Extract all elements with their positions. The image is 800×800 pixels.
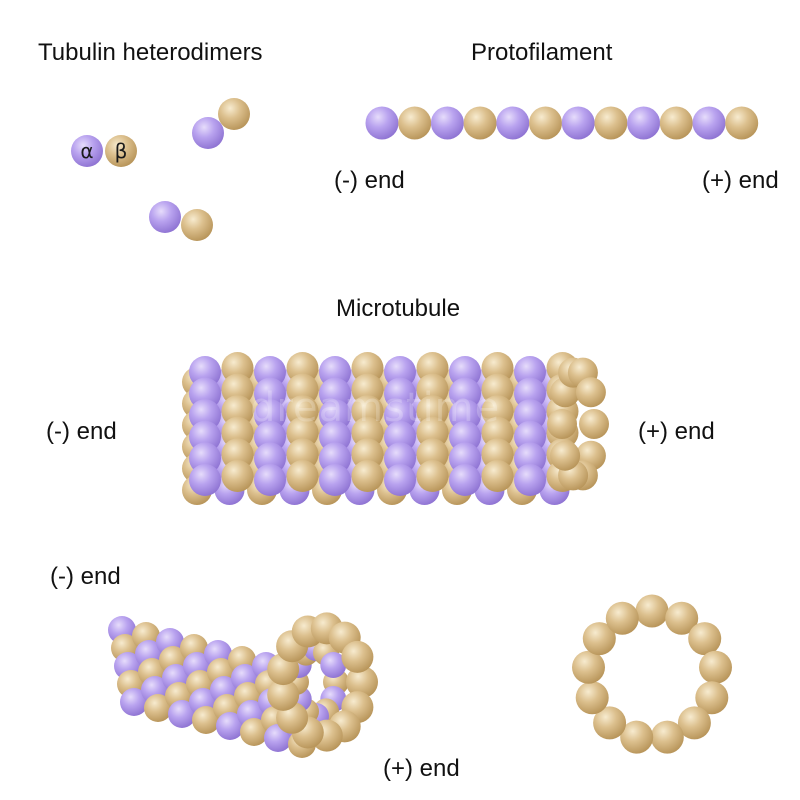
beta-tubulin-subunit — [286, 460, 319, 492]
beta-tubulin-subunit — [547, 409, 577, 439]
alpha-tubulin-subunit — [320, 652, 347, 678]
beta-tubulin-subunit — [341, 640, 374, 673]
alpha-tubulin-subunit — [216, 712, 244, 740]
alpha-tubulin-subunit — [192, 117, 224, 149]
alpha-tubulin-subunit — [692, 106, 726, 140]
beta-tubulin-subunit — [725, 106, 759, 140]
beta-tubulin-subunit — [398, 106, 432, 140]
cross-section-subunit — [650, 720, 684, 754]
protofilament-plus-end-label: (+) end — [702, 167, 779, 194]
beta-tubulin-subunit — [481, 460, 514, 492]
alpha-tubulin-subunit — [149, 201, 181, 233]
microtubule-minus-end-label: (-) end — [46, 418, 117, 445]
cross-section-subunit — [677, 706, 711, 740]
beta-tubulin-subunit — [192, 706, 220, 734]
perspective-plus-end-label: (+) end — [383, 755, 460, 782]
cross-section-subunit — [582, 622, 616, 656]
cross-section-ring-group — [572, 594, 732, 754]
cross-section-subunit — [695, 681, 729, 715]
beta-tubulin-subunit — [181, 209, 213, 241]
beta-tubulin-subunit — [144, 694, 172, 722]
cross-section-subunit — [699, 650, 732, 684]
alpha-tubulin-subunit — [319, 464, 351, 496]
beta-tubulin-subunit — [594, 106, 628, 140]
alpha-tubulin-subunit — [561, 106, 595, 140]
alpha-tubulin-subunit — [627, 106, 661, 140]
beta-tubulin-subunit — [221, 460, 254, 492]
alpha-tubulin-subunit — [514, 464, 546, 496]
alpha-tubulin-subunit — [430, 106, 464, 140]
cross-section-subunit — [575, 681, 609, 715]
protofilament-minus-end-label: (-) end — [334, 167, 405, 194]
perspective-minus-end-label: (-) end — [50, 563, 121, 590]
alpha-tubulin-subunit — [384, 464, 416, 496]
heterodimer-group — [71, 98, 250, 241]
cross-section-subunit — [635, 594, 669, 628]
beta-tubulin-subunit — [529, 106, 562, 140]
alpha-tubulin-subunit — [189, 464, 221, 496]
cross-section-subunit — [593, 706, 627, 740]
beta-tubulin-subunit — [267, 678, 300, 711]
alpha-tubulin-subunit — [168, 700, 196, 728]
beta-tubulin-subunit — [463, 106, 497, 140]
alpha-tubulin-subunit — [71, 135, 103, 167]
alpha-tubulin-subunit — [496, 106, 530, 140]
beta-symbol: β — [114, 139, 128, 163]
cross-section-subunit — [688, 622, 722, 656]
beta-tubulin-subunit — [240, 718, 268, 746]
beta-tubulin-subunit — [105, 135, 137, 167]
beta-tubulin-subunit — [579, 409, 609, 439]
alpha-tubulin-subunit — [365, 106, 399, 140]
protofilament-title: Protofilament — [471, 39, 613, 66]
cross-section-subunit — [572, 650, 605, 684]
protofilament-group — [365, 106, 759, 140]
beta-tubulin-subunit — [659, 106, 693, 140]
alpha-symbol: α — [80, 139, 94, 163]
beta-tubulin-subunit — [346, 666, 378, 698]
cross-section-subunit — [605, 601, 639, 635]
alpha-tubulin-subunit — [449, 464, 481, 496]
microtubule-title: Microtubule — [336, 295, 461, 322]
cross-section-subunit — [665, 601, 699, 635]
microtubule-group — [182, 352, 609, 505]
alpha-tubulin-subunit — [120, 688, 148, 716]
perspective-microtubule-group — [108, 612, 378, 758]
beta-tubulin-subunit — [218, 98, 250, 130]
alpha-tubulin-subunit — [254, 464, 286, 496]
heterodimers-title: Tubulin heterodimers — [38, 39, 263, 66]
microtubule-plus-end-label: (+) end — [638, 418, 715, 445]
cross-section-subunit — [620, 720, 654, 754]
beta-tubulin-subunit — [550, 440, 581, 471]
beta-tubulin-subunit — [351, 460, 384, 492]
beta-tubulin-subunit — [416, 460, 449, 492]
beta-tubulin-subunit — [575, 377, 606, 408]
